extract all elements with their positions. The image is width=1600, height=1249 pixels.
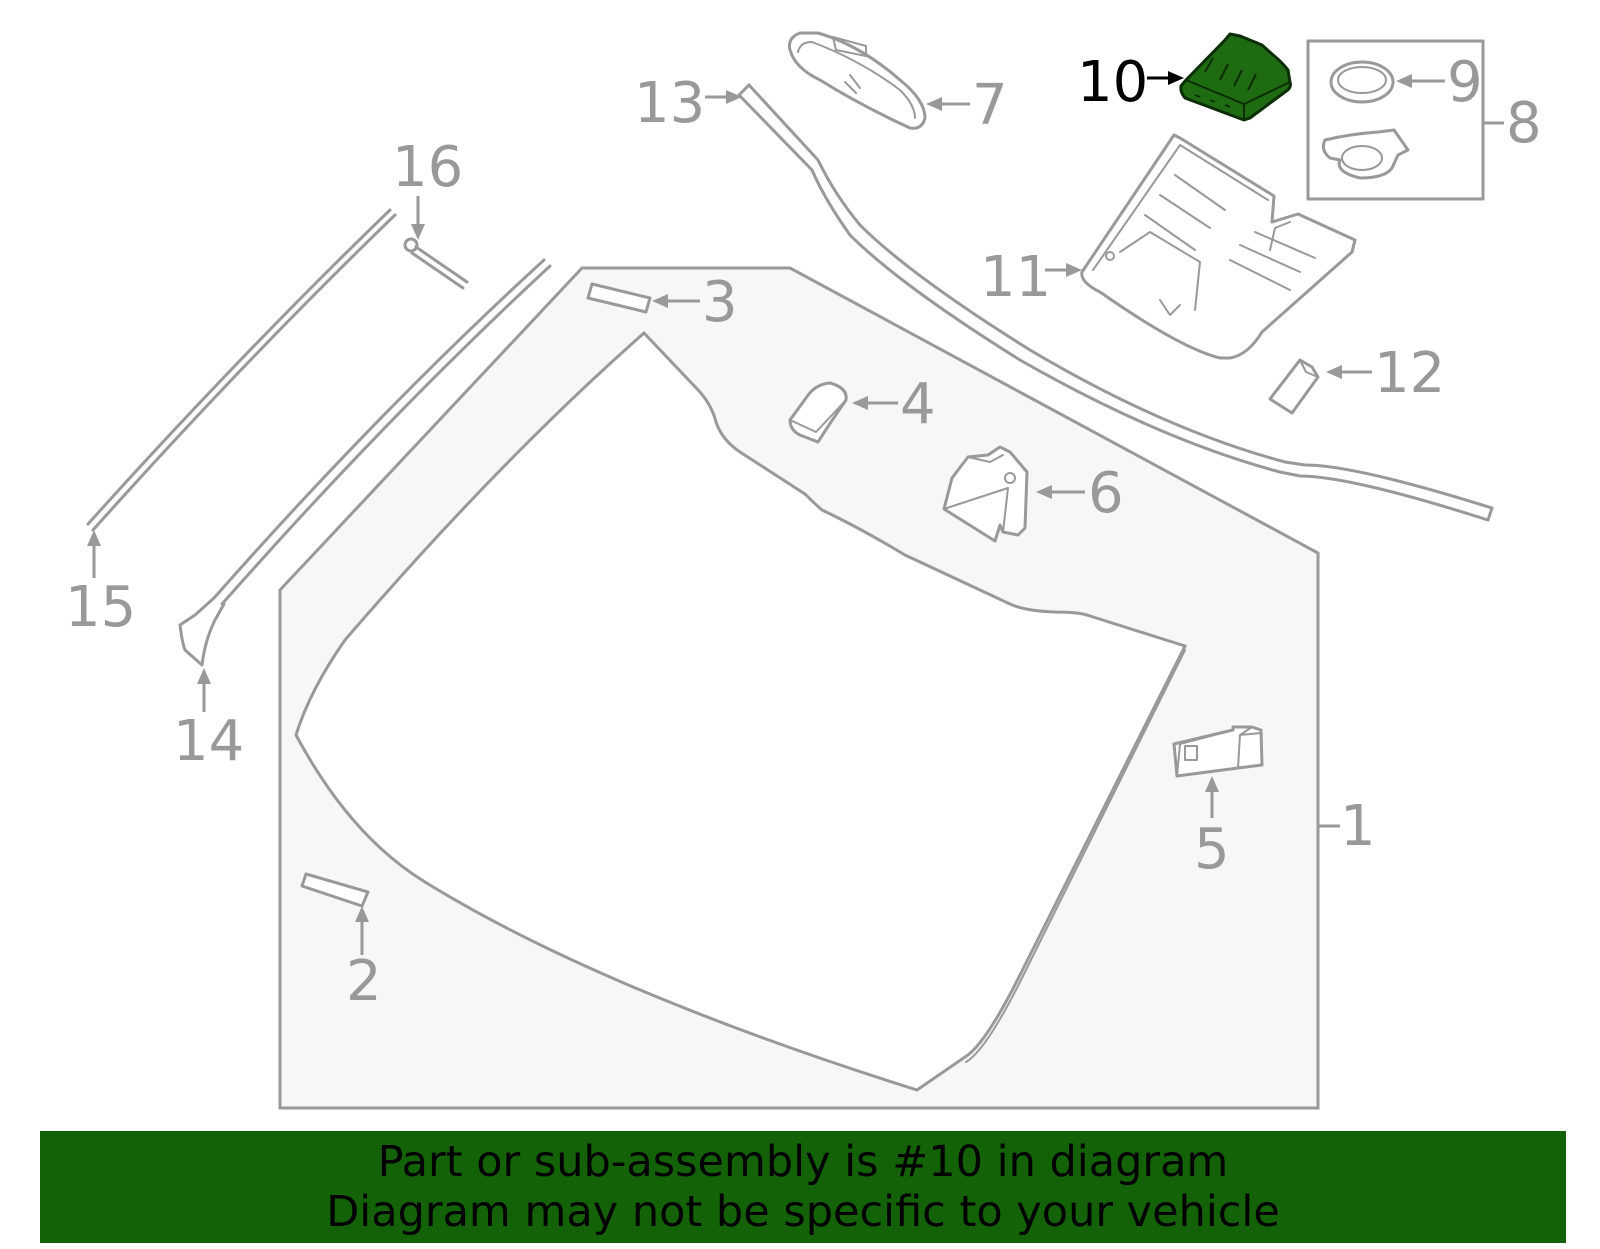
banner-line-part: Part or sub-assembly is #10 in diagram bbox=[377, 1137, 1229, 1187]
callout-16: 16 bbox=[392, 135, 463, 200]
mirror-bracket bbox=[942, 445, 1029, 543]
callout-15: 15 bbox=[65, 575, 136, 640]
adhesive-pad-lower bbox=[300, 872, 370, 908]
a-pillar-moulding-inner bbox=[178, 258, 552, 667]
callout-11: 11 bbox=[980, 245, 1051, 310]
overhead-console-housing bbox=[1080, 133, 1357, 360]
callout-labels: 1 2 3 4 5 6 7 8 9 10 11 12 13 14 15 16 bbox=[65, 50, 1542, 1014]
adhesive-pad-upper bbox=[586, 282, 652, 314]
callout-1: 1 bbox=[1340, 794, 1376, 859]
sensor-cover bbox=[788, 381, 848, 444]
info-banner: Part or sub-assembly is #10 in diagram D… bbox=[40, 1131, 1566, 1243]
banner-line-disclaimer: Diagram may not be specific to your vehi… bbox=[326, 1187, 1280, 1237]
fastener-bolt bbox=[403, 237, 469, 290]
callout-6: 6 bbox=[1088, 461, 1124, 526]
rain-sensor bbox=[1172, 725, 1264, 778]
callout-12: 12 bbox=[1374, 341, 1445, 406]
windshield-glass bbox=[278, 266, 1320, 1110]
roof-weatherstrip bbox=[737, 83, 1494, 522]
a-pillar-moulding-outer bbox=[86, 208, 397, 532]
part-kit-box bbox=[1306, 39, 1485, 201]
callout-7: 7 bbox=[972, 73, 1008, 138]
callout-9: 9 bbox=[1447, 50, 1483, 115]
callout-4: 4 bbox=[900, 372, 936, 437]
callout-3: 3 bbox=[702, 270, 738, 335]
callout-14: 14 bbox=[173, 709, 244, 774]
callout-13: 13 bbox=[634, 71, 705, 136]
retainer-clip bbox=[1268, 358, 1320, 415]
leader-lines bbox=[87, 71, 1504, 955]
callout-10: 10 bbox=[1077, 50, 1148, 115]
callout-8: 8 bbox=[1506, 91, 1542, 156]
overhead-module-highlighted bbox=[1179, 32, 1292, 122]
rear-view-mirror bbox=[788, 31, 927, 130]
callout-5: 5 bbox=[1194, 817, 1230, 882]
callout-2: 2 bbox=[346, 949, 382, 1014]
